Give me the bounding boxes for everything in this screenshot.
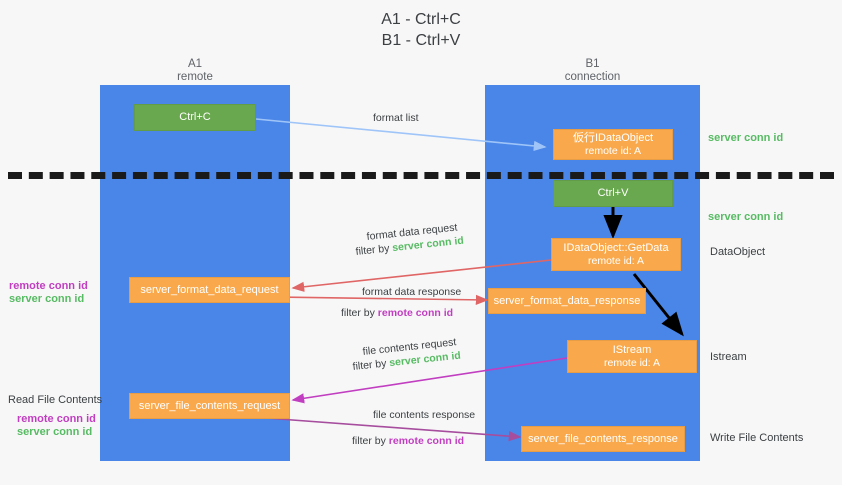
edge-filter-file-contents-response: filter by remote conn id (352, 434, 464, 448)
edge-filter-prefix: filter by (355, 242, 393, 258)
lane-header-a1: A1 remote (177, 58, 213, 83)
edge-filter-prefix-4: filter by (352, 435, 389, 447)
node-server-file-contents-request[interactable]: server_file_contents_request (129, 393, 290, 419)
note-server-conn-id-mid: server conn id (708, 211, 784, 223)
note-remote-conn-id-2: remote conn id (17, 413, 96, 425)
phase-divider (8, 172, 834, 179)
node-server-format-data-response[interactable]: server_format_data_response (488, 288, 646, 314)
note-write-file-contents: Write File Contents (710, 432, 804, 444)
note-read-file-contents: Read File Contents (8, 394, 103, 406)
note-server-conn-id-1: server conn id (9, 293, 85, 305)
node-idataobject-create[interactable]: 仮行IDataObject remote id: A (553, 129, 673, 160)
note-dataobject: DataObject (710, 246, 766, 258)
node-ctrl-v[interactable]: Ctrl+V (553, 180, 673, 207)
edge-filter-prefix-3: filter by (352, 357, 390, 373)
node-istream-line1: IStream (612, 343, 652, 356)
note-server-conn-id-2: server conn id (17, 426, 93, 438)
node-ctrl-c-label: Ctrl+C (179, 111, 211, 123)
node-istream[interactable]: IStream remote id: A (567, 340, 697, 373)
edge-filter-key-remote-conn-id-2: remote conn id (388, 435, 465, 447)
node-ctrl-c[interactable]: Ctrl+C (134, 104, 256, 131)
node-server-format-data-response-label: server_format_data_response (493, 294, 641, 307)
node-idataobject-create-line2: remote id: A (584, 144, 642, 157)
node-idataobject-getdata-line2: remote id: A (587, 254, 645, 267)
note-istream: Istream (710, 351, 747, 363)
node-istream-line2: remote id: A (603, 356, 661, 369)
edge-label-file-contents-response: file contents response (373, 409, 476, 421)
edge-filter-key-remote-conn-id: remote conn id (377, 307, 454, 319)
edge-label-format-list: format list (373, 112, 419, 124)
node-idataobject-getdata-line1: IDataObject::GetData (563, 241, 669, 254)
node-idataobject-create-line1: 仮行IDataObject (572, 131, 654, 144)
node-server-format-data-request[interactable]: server_format_data_request (129, 277, 290, 303)
diagram-title: A1 - Ctrl+C B1 - Ctrl+V (381, 11, 461, 49)
lane-header-b1: B1 connection (564, 58, 621, 83)
edge-filter-format-data-response: filter by remote conn id (341, 306, 453, 320)
note-remote-conn-id-1: remote conn id (9, 280, 88, 292)
node-server-file-contents-response[interactable]: server_file_contents_response (521, 426, 685, 452)
note-server-conn-id-top: server conn id (708, 132, 784, 144)
edge-label-format-data-response: format data response (362, 286, 462, 298)
node-server-file-contents-response-label: server_file_contents_response (528, 432, 678, 445)
node-ctrl-v-label: Ctrl+V (597, 187, 629, 199)
node-server-file-contents-request-label: server_file_contents_request (138, 399, 281, 412)
node-idataobject-getdata[interactable]: IDataObject::GetData remote id: A (551, 238, 681, 271)
node-server-format-data-request-label: server_format_data_request (140, 283, 279, 296)
edge-filter-prefix-2: filter by (341, 307, 378, 319)
